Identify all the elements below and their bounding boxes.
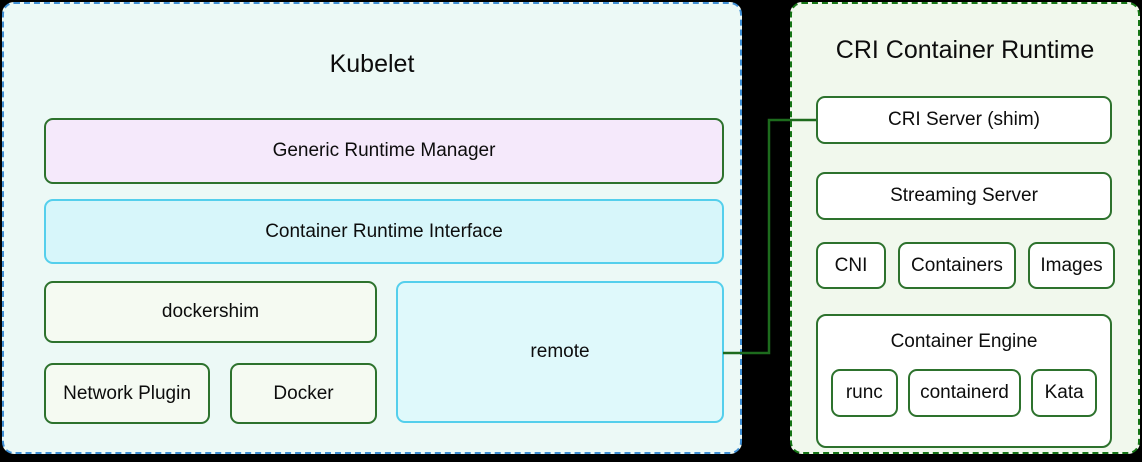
docker-label: Docker bbox=[273, 382, 334, 404]
cri-container-runtime-title: CRI Container Runtime bbox=[835, 36, 1095, 64]
containerd-label: containerd bbox=[920, 382, 1009, 403]
cri-server-shim-node: CRI Server (shim) bbox=[816, 96, 1112, 144]
dockershim-node: dockershim bbox=[44, 281, 377, 343]
kubelet-title: Kubelet bbox=[329, 50, 415, 78]
container-runtime-interface-label: Container Runtime Interface bbox=[265, 220, 503, 242]
cri-server-shim-label: CRI Server (shim) bbox=[887, 109, 1040, 130]
cni-label: CNI bbox=[834, 254, 868, 276]
network-plugin-node: Network Plugin bbox=[44, 363, 210, 424]
kata-label: Kata bbox=[1044, 382, 1084, 403]
network-plugin-label: Network Plugin bbox=[63, 382, 191, 404]
containers-node: Containers bbox=[898, 242, 1016, 289]
generic-runtime-manager-node: Generic Runtime Manager bbox=[44, 118, 724, 184]
containerd-node: containerd bbox=[907, 369, 1022, 417]
container-runtime-interface-node: Container Runtime Interface bbox=[44, 199, 724, 264]
remote-label: remote bbox=[530, 341, 590, 362]
dockershim-label: dockershim bbox=[161, 301, 260, 322]
runc-label: runc bbox=[845, 382, 883, 403]
streaming-server-label: Streaming Server bbox=[890, 185, 1038, 206]
cni-node: CNI bbox=[816, 242, 886, 289]
streaming-server-node: Streaming Server bbox=[816, 172, 1112, 220]
generic-runtime-manager-label: Generic Runtime Manager bbox=[272, 140, 496, 161]
remote-node: remote bbox=[396, 281, 724, 423]
images-node: Images bbox=[1028, 242, 1115, 289]
docker-node: Docker bbox=[230, 363, 377, 424]
images-label: Images bbox=[1040, 254, 1103, 276]
containers-label: Containers bbox=[911, 254, 1003, 276]
container-engine-title: Container Engine bbox=[890, 331, 1038, 352]
container-engine-row: runc containerd Kata bbox=[831, 369, 1097, 417]
kata-node: Kata bbox=[1031, 369, 1097, 417]
container-engine-node: Container Engine runc containerd Kata bbox=[816, 314, 1112, 448]
runc-node: runc bbox=[831, 369, 898, 417]
